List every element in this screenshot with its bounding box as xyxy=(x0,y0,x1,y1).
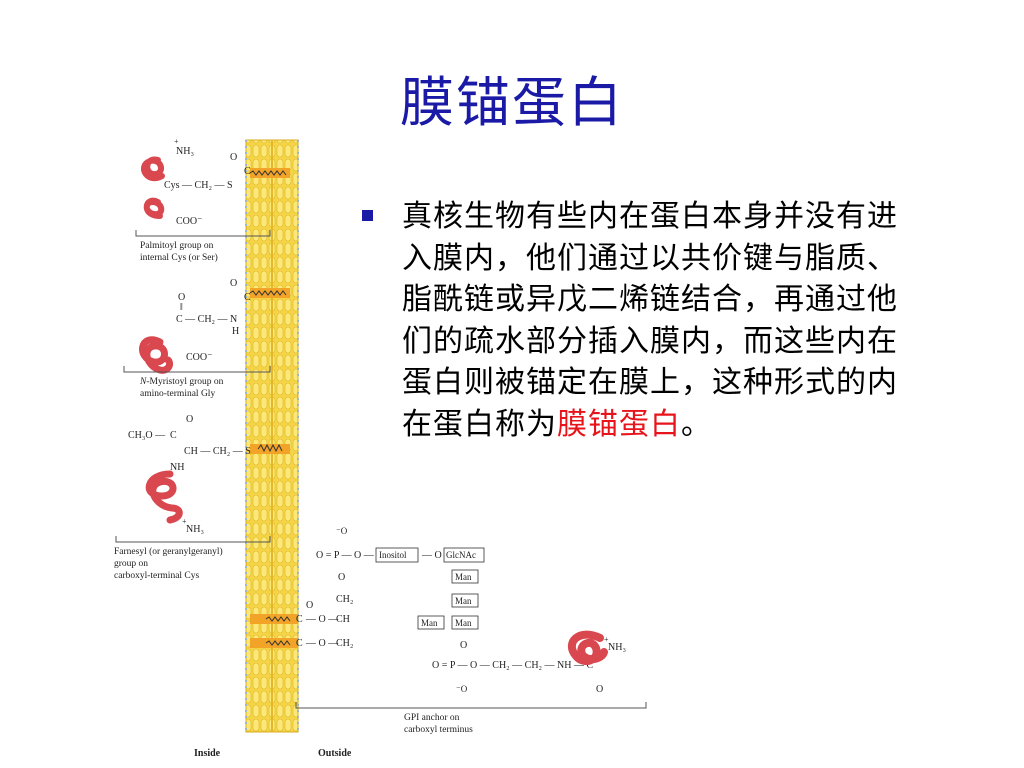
chain-label: C — CH₂ — N xyxy=(176,314,237,325)
caption: carboxyl-terminal Cys xyxy=(114,571,200,581)
protein-coil-icon xyxy=(567,630,608,666)
ch-label: CH xyxy=(336,614,350,625)
outside-label: Outside xyxy=(318,748,352,759)
o-label: O xyxy=(230,278,237,289)
caption: Farnesyl (or geranylgeranyl) xyxy=(114,546,223,557)
caption: N-Myristoyl group on xyxy=(139,377,224,387)
ch3o-label: CH₃O — xyxy=(128,430,166,441)
ethanolamine-row-label: O = P — O — CH₂ — CH₂ — NH — C xyxy=(432,660,593,671)
italic-n: N xyxy=(139,377,147,387)
o-label: O xyxy=(186,414,193,425)
protein-coil-icon xyxy=(141,156,165,182)
man-label: Man xyxy=(421,618,438,628)
plus-label: + xyxy=(182,517,187,526)
caption: amino-terminal Gly xyxy=(140,389,215,399)
c-label: C xyxy=(244,166,251,177)
caption: group on xyxy=(114,559,148,569)
c-label: C xyxy=(296,638,303,649)
o-label: O xyxy=(338,572,345,583)
caption-rest: -Myristoyl group on xyxy=(146,377,223,387)
c-label: C xyxy=(170,430,177,441)
caption: carboxyl terminus xyxy=(404,725,473,735)
phosphate-row-label: O = P — O — xyxy=(316,550,375,561)
highlight-term: 膜锚蛋白 xyxy=(557,406,681,442)
o-minus-label: ⁻O xyxy=(456,684,468,694)
nh3-label: NH₃ xyxy=(176,146,194,157)
ch2-label: CH₂ xyxy=(336,594,353,605)
nh-label: NH xyxy=(170,462,184,473)
nh3-label: NH₃ xyxy=(186,524,204,535)
chain-label: Cys — CH₂ — S xyxy=(164,180,233,191)
chain-label: CH — CH₂ — S xyxy=(184,446,251,457)
c-label: C xyxy=(244,292,251,303)
man-label: Man xyxy=(455,572,472,582)
text-after: 。 xyxy=(681,406,712,442)
inositol-label: Inositol xyxy=(379,550,407,560)
myristoyl-group: O C O ‖ C — CH₂ — N H COO⁻ N-Myristoyl g… xyxy=(123,278,271,399)
o-label: O xyxy=(178,292,185,303)
protein-coil-icon xyxy=(139,336,174,374)
o-label: O xyxy=(460,640,467,651)
bullet-text: 真核生物有些内在蛋白本身并没有进入膜内，他们通过以共价键与脂质、脂酰链或异戊二烯… xyxy=(402,196,922,445)
c-label: C xyxy=(296,614,303,625)
man-label: Man xyxy=(455,618,472,628)
protein-coil-icon xyxy=(143,197,165,219)
farnesyl-group: O C CH₃O — CH — CH₂ — S NH NH₃ + Farnesy… xyxy=(114,414,271,581)
o-label: O xyxy=(306,600,313,611)
h-label: H xyxy=(232,326,239,337)
square-bullet-icon xyxy=(362,210,373,221)
glcnac-label: GlcNAc xyxy=(446,550,476,560)
slide-title: 膜锚蛋白 xyxy=(400,71,624,134)
text-before: 真核生物有些内在蛋白本身并没有进入膜内，他们通过以共价键与脂质、脂酰链或异戊二烯… xyxy=(402,199,898,442)
ch2-label: CH₂ xyxy=(336,638,353,649)
o-link-label: — O — xyxy=(421,550,455,561)
o-label: O xyxy=(230,152,237,163)
caption: Palmitoyl group on xyxy=(140,241,214,251)
inserted-acyl-chains xyxy=(249,168,298,648)
man-label: Man xyxy=(455,596,472,606)
lipid-bilayer xyxy=(245,139,299,733)
o-link-label: — O — xyxy=(305,614,339,625)
plus-label: + xyxy=(604,635,609,644)
palmitoyl-group: NH₃ + O C Cys — CH₂ — S COO⁻ Palmitoyl g… xyxy=(135,137,271,263)
o-label: O xyxy=(596,684,603,695)
gpi-anchor: ⁻O O = P — O — Inositol — O — GlcNAc O M… xyxy=(295,526,647,735)
o-minus-label: ⁻O xyxy=(336,526,348,536)
protein-coil-icon xyxy=(145,470,183,524)
plus-label: + xyxy=(174,137,179,146)
coo-label: COO⁻ xyxy=(186,352,212,363)
nh3-label: NH₃ xyxy=(608,642,626,653)
double-bond-label: ‖ xyxy=(180,302,183,313)
inside-label: Inside xyxy=(194,748,221,759)
membrane-anchor-diagram: NH₃ + O C Cys — CH₂ — S COO⁻ Palmitoyl g… xyxy=(114,137,647,759)
caption: internal Cys (or Ser) xyxy=(140,252,218,263)
o-link-label: — O — xyxy=(305,638,339,649)
caption: GPI anchor on xyxy=(404,713,460,723)
coo-label: COO⁻ xyxy=(176,216,202,227)
